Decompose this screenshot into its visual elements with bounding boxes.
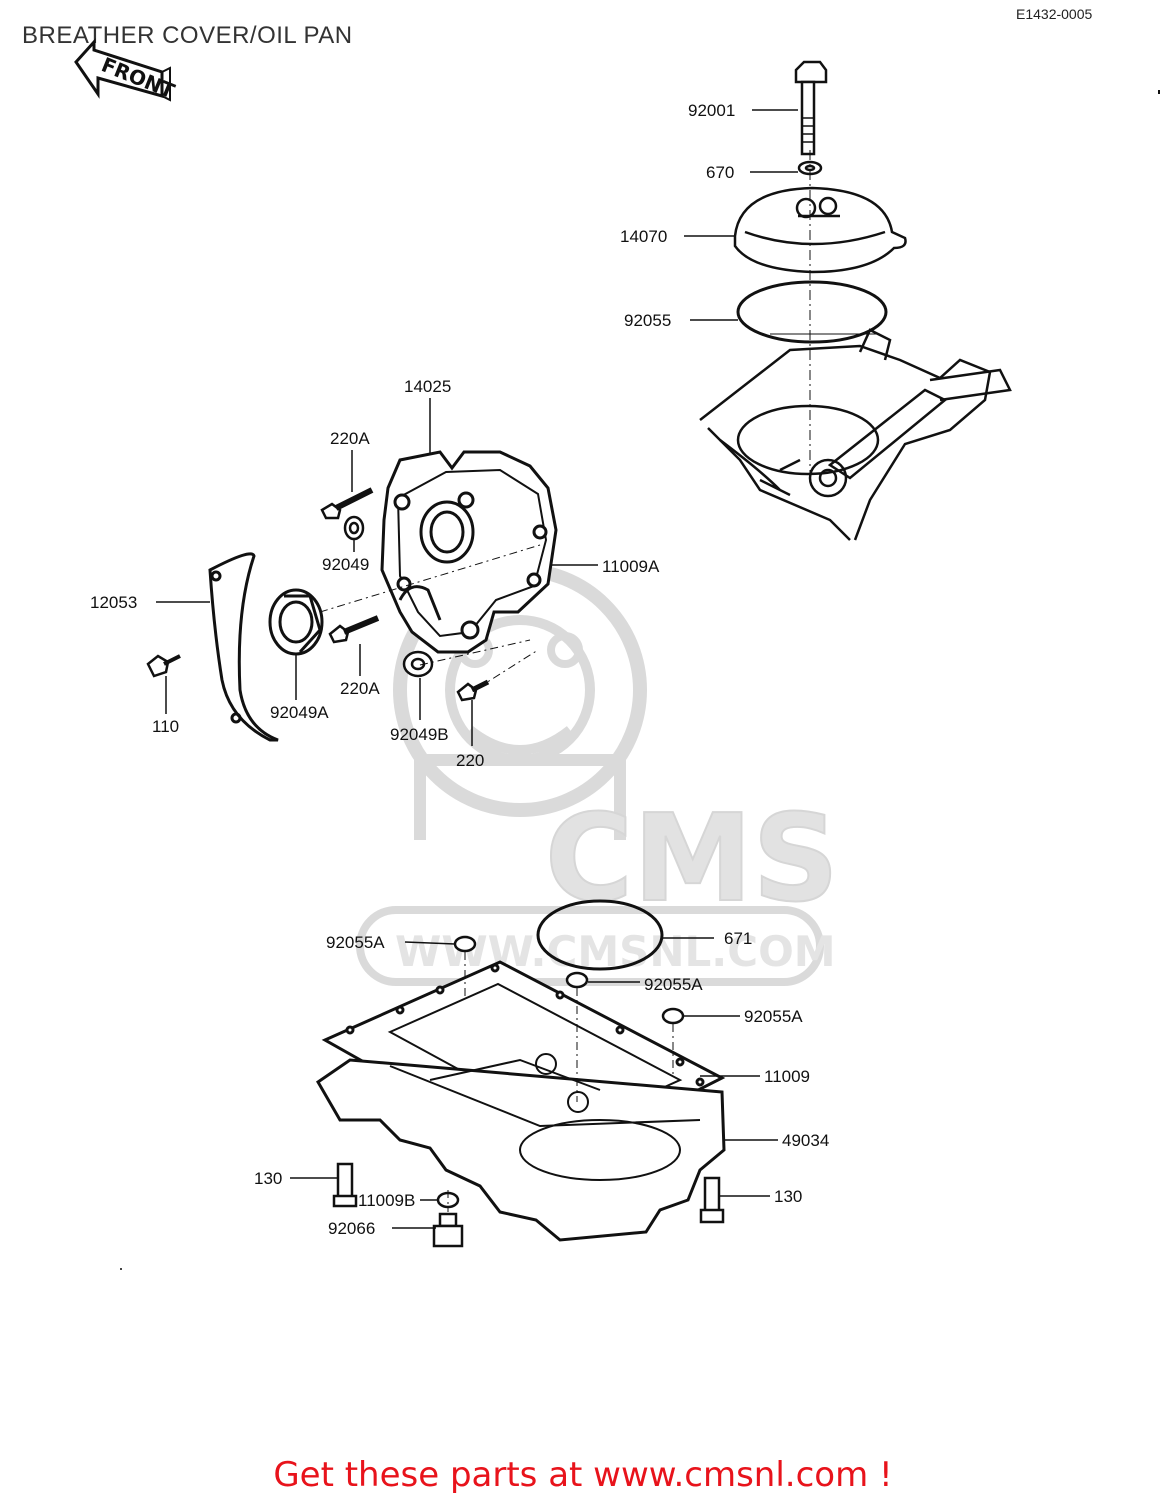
part-label-11009[interactable]: 11009 [764,1067,810,1086]
oil-seal-92049a-icon [268,588,324,656]
front-arrow-icon [74,38,171,102]
crankcase-top-icon [699,328,1012,541]
bolt-130-right-icon [699,1176,725,1224]
bolt-220a-mid-icon [328,615,380,644]
bolt-92001-icon [794,60,828,156]
bolt-220a-top-icon [320,487,374,520]
oil-pan-49034-icon [316,1053,726,1242]
gasket-12053-icon [208,552,279,742]
crankcase-cover-14025-icon [380,450,558,654]
part-label-49034[interactable]: 49034 [782,1131,829,1150]
watermark-brand: CMS [545,790,839,929]
o-ring-92055a-icon [453,935,685,1025]
part-label-11009a[interactable]: 11009A [602,557,660,576]
front-label: FRONT [98,52,178,103]
diagram-title: BREATHER COVER/OIL PAN [22,22,353,49]
o-ring-92055-icon [736,280,888,344]
part-label-130-left[interactable]: 130 [254,1169,282,1188]
part-label-92049[interactable]: 92049 [322,555,369,574]
part-label-220a-top[interactable]: 220A [330,429,370,448]
breather-cover-14070-icon [733,186,907,274]
cover-centerlines [319,544,541,689]
part-label-92001[interactable]: 92001 [688,101,735,120]
bolt-110-icon [146,654,181,678]
part-label-14025[interactable]: 14025 [404,377,451,396]
bolt-130-left-icon [332,1162,358,1208]
part-label-220[interactable]: 220 [456,751,484,770]
part-label-92049b[interactable]: 92049B [390,725,449,744]
part-label-12053[interactable]: 12053 [90,593,137,612]
scan-dot [1158,90,1160,94]
part-label-92055a-3[interactable]: 92055A [744,1007,803,1026]
oil-pan-centerlines [447,952,674,1212]
part-label-671[interactable]: 671 [724,929,752,948]
part-label-670[interactable]: 670 [706,163,734,182]
leader-lines [156,109,798,1229]
part-label-92055[interactable]: 92055 [624,311,671,330]
part-label-92055a-1[interactable]: 92055A [326,933,385,952]
washer-92049b-icon [402,650,434,678]
part-label-130-right[interactable]: 130 [774,1187,802,1206]
part-label-92066[interactable]: 92066 [328,1219,375,1238]
drain-plug-92066-icon [432,1212,464,1248]
part-label-92049a[interactable]: 92049A [270,703,329,722]
washer-92049-icon [343,515,365,541]
o-ring-671-icon [536,899,664,971]
part-label-14070[interactable]: 14070 [620,227,667,246]
part-label-11009b[interactable]: 11009B [358,1191,415,1210]
footer-link[interactable]: Get these parts at www.cmsnl.com ! [273,1455,893,1495]
part-label-110[interactable]: 110 [152,717,179,736]
scan-dot [120,1268,122,1270]
part-label-92055a-2[interactable]: 92055A [644,975,703,994]
bolt-220-icon [456,679,490,702]
part-label-220a-mid[interactable]: 220A [340,679,380,698]
diagram-code: E1432-0005 [1016,6,1093,22]
